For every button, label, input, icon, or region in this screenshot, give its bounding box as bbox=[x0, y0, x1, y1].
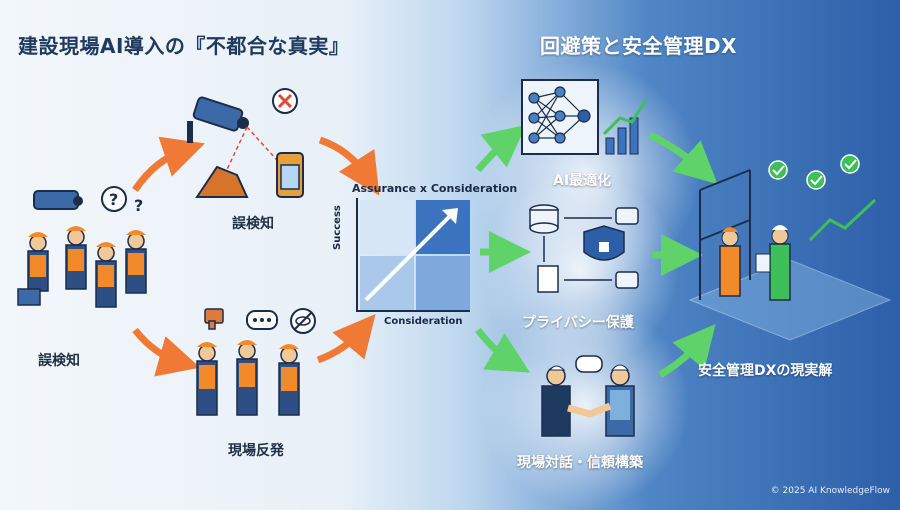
label-false-detection-left: 誤検知 bbox=[38, 353, 80, 369]
ai-optimization-illustration bbox=[521, 79, 648, 155]
label-safety-dx: 安全管理DXの現実解 bbox=[698, 363, 833, 379]
no-view-icon bbox=[290, 308, 316, 334]
chart-xlabel: Consideration bbox=[384, 316, 463, 327]
false-detection-illustration bbox=[187, 88, 304, 198]
copyright: © 2025 AI KnowledgeFlow bbox=[770, 486, 890, 496]
chart-quadrant-bottom-right bbox=[416, 256, 470, 310]
handshake-illustration bbox=[541, 355, 635, 437]
chart-trend-arrow bbox=[364, 208, 458, 302]
camera-icon bbox=[187, 96, 249, 143]
shield-lock-icon bbox=[583, 225, 625, 261]
speech-bubble-icon bbox=[575, 355, 603, 373]
check-icon bbox=[768, 154, 860, 190]
question-icon: ? ? bbox=[101, 186, 143, 215]
label-site-pushback: 現場反発 bbox=[228, 443, 284, 459]
camera-icon bbox=[33, 190, 83, 210]
privacy-protection-illustration bbox=[529, 204, 639, 293]
database-icon bbox=[529, 204, 559, 234]
arrow-chart-to-ai bbox=[475, 124, 527, 173]
chart-quadrant-top-left bbox=[360, 200, 414, 254]
speech-bubble-icon bbox=[246, 310, 278, 330]
arrow-ai-to-dx bbox=[648, 131, 718, 185]
right-title: 回避策と安全管理DX bbox=[540, 34, 738, 58]
handshake-icon bbox=[567, 402, 612, 418]
site-pushback-illustration bbox=[196, 308, 316, 416]
padlock-icon bbox=[615, 207, 639, 289]
arrow-chart-to-dialogue bbox=[475, 327, 531, 373]
chart-ylabel: Success bbox=[332, 205, 343, 250]
label-privacy-protection: プライバシー保護 bbox=[522, 315, 634, 331]
chart-quadrant-top-right bbox=[416, 200, 470, 254]
svg-text:?: ? bbox=[109, 190, 118, 209]
chart-quadrant-bottom-left bbox=[360, 256, 414, 310]
neural-network-icon bbox=[521, 79, 599, 155]
label-ai-optimization: AI最適化 bbox=[553, 173, 612, 189]
arrow-top-to-chart bbox=[318, 136, 380, 196]
arrow-left-to-top bbox=[132, 136, 205, 192]
safety-dx-illustration bbox=[688, 154, 892, 341]
arrow-dialogue-to-dx bbox=[658, 324, 716, 379]
label-false-detection-top: 誤検知 bbox=[232, 216, 274, 232]
label-dialogue-trust: 現場対話・信頼構築 bbox=[517, 455, 643, 471]
svg-text:?: ? bbox=[134, 196, 143, 215]
arrow-bottom-to-chart bbox=[316, 314, 376, 364]
left-title: 建設現場AI導入の『不都合な真実』 bbox=[18, 34, 350, 58]
thumbs-down-icon bbox=[204, 308, 224, 330]
error-x-icon bbox=[272, 88, 298, 114]
assurance-consideration-chart bbox=[356, 198, 470, 312]
chart-title: Assurance x Consideration bbox=[352, 182, 518, 195]
arrow-left-to-bottom bbox=[132, 327, 201, 377]
workers-confused-illustration: ? ? bbox=[17, 186, 147, 308]
